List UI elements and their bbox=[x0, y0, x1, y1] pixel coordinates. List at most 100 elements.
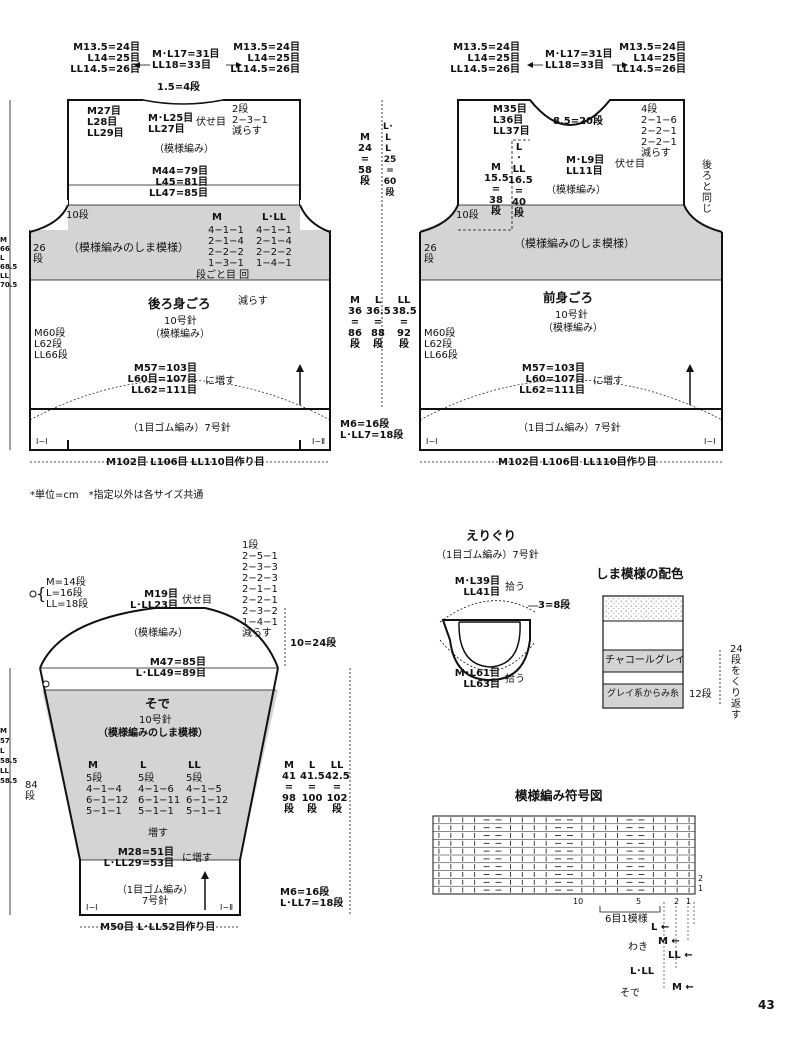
size-label: 58 bbox=[358, 165, 372, 176]
size-label: 2−5−1 bbox=[242, 551, 278, 562]
chart-col-5: 5 bbox=[636, 897, 642, 906]
size-label: L=16段 bbox=[46, 588, 83, 599]
sleeve-tick-left: Ⅰ−Ⅰ bbox=[86, 903, 98, 912]
chart-col-2: 2 bbox=[674, 897, 680, 906]
back-cast-on: M102目 L106目 LL110目作り目 bbox=[106, 457, 265, 468]
size-label: 1−3−1 bbox=[208, 258, 244, 269]
size-label: LL bbox=[330, 760, 344, 771]
sleeve-inc-head-m: M bbox=[88, 760, 98, 771]
sleeve-inc-head-ll: LL bbox=[188, 760, 201, 771]
size-label: M35目 bbox=[493, 104, 527, 115]
size-label: L bbox=[0, 254, 5, 262]
chart-mark-l: L ← bbox=[651, 922, 670, 933]
size-label: M57=103目 bbox=[521, 363, 585, 374]
front-shoulder-left: M13.5=24目 L14=25目 LL14.5=26目 bbox=[440, 42, 520, 75]
front-side-rows: M60段 L62段 LL66段 bbox=[424, 328, 458, 361]
front-hem-counts: M57=103目 L60=107目 LL62=111目 bbox=[500, 363, 585, 396]
size-label: M=14段 bbox=[46, 577, 86, 588]
sleeve-cap-pattern: （模様編み） bbox=[128, 628, 188, 639]
sleeve-inc-l: 5段 4−1−6 6−1−11 5−1−1 bbox=[138, 773, 180, 817]
size-label: 2段 bbox=[232, 104, 249, 115]
size-label: L36目 bbox=[493, 115, 524, 126]
size-label: L60目=107目 bbox=[127, 374, 197, 385]
size-label: 2−2−2 bbox=[208, 247, 244, 258]
chart-mark-ll: LL ← bbox=[668, 950, 693, 961]
chart-mark-m: M ← bbox=[658, 936, 680, 947]
size-label: 42.5 bbox=[325, 771, 350, 782]
collar-sub: （1目ゴム編み）7号針 bbox=[436, 550, 539, 561]
size-label: LL66段 bbox=[34, 350, 68, 361]
size-label: LL14.5=26目 bbox=[230, 64, 300, 75]
sleeve-side-rows: 84 段 bbox=[25, 780, 38, 802]
sleeve-shape bbox=[29, 590, 279, 916]
size-label: 26 bbox=[33, 243, 46, 254]
size-label: 15.5 bbox=[484, 173, 509, 184]
size-label: 段 bbox=[33, 254, 43, 265]
size-label: 88 bbox=[371, 328, 385, 339]
back-left-edge: M 66 L 68.5 LL 70.5 bbox=[0, 236, 17, 290]
size-label: L14=25目 bbox=[633, 53, 686, 64]
size-label: L bbox=[0, 747, 5, 755]
size-label: 24 bbox=[358, 143, 372, 154]
size-label: 2−1−1 bbox=[242, 584, 278, 595]
size-label: M57=103目 bbox=[133, 363, 197, 374]
sleeve-inc-word: 増す bbox=[148, 828, 168, 839]
size-label: L14=25目 bbox=[467, 53, 520, 64]
size-label: M28=51目 bbox=[117, 847, 174, 858]
size-label: 5段 bbox=[186, 773, 203, 784]
size-label: M13.5=24目 bbox=[453, 42, 520, 53]
size-label: LL41目 bbox=[463, 587, 500, 598]
size-label: 段 bbox=[332, 804, 342, 815]
size-label: LL=18段 bbox=[46, 599, 89, 610]
sleeve-left-edge: M 57 L 58.5 LL 58.5 bbox=[0, 726, 17, 786]
sleeve-needle: 10号針 bbox=[139, 715, 172, 726]
back-shoulder-right: M13.5=24目 L14=25目 LL14.5=26目 bbox=[220, 42, 300, 75]
size-label: 6−1−12 bbox=[86, 795, 129, 806]
size-label: L bbox=[308, 760, 316, 771]
size-label: 2−1−4 bbox=[256, 236, 292, 247]
back-needle: 10号針 bbox=[164, 316, 197, 327]
size-label: 段 bbox=[25, 791, 35, 802]
size-label: 7号針 bbox=[141, 896, 169, 907]
size-label: 2−3−1 bbox=[232, 115, 268, 126]
front-title: 前身ごろ bbox=[543, 290, 594, 305]
back-side-rows: M60段 L62段 LL66段 bbox=[34, 328, 68, 361]
size-label: M･L25目 bbox=[148, 113, 194, 124]
size-label: M47=85目 bbox=[149, 657, 206, 668]
size-label: L62段 bbox=[424, 339, 453, 350]
size-label: M･L61目 bbox=[454, 668, 500, 679]
chart-mark-m2: M ← bbox=[672, 982, 694, 993]
size-label: 26 bbox=[424, 243, 437, 254]
size-label: L45=81目 bbox=[155, 177, 208, 188]
size-label: 6−1−11 bbox=[138, 795, 181, 806]
size-label: 段 bbox=[424, 254, 434, 265]
size-label: 5−1−1 bbox=[86, 806, 122, 817]
size-label: M6=16段 bbox=[340, 419, 390, 430]
notes: *単位=cm *指定以外は各サイズ共通 bbox=[30, 490, 204, 501]
size-label: LL29目 bbox=[87, 128, 124, 139]
size-label: 38.5 bbox=[392, 306, 417, 317]
size-label: M6=16段 bbox=[280, 887, 330, 898]
chart-mark-lll: L･LL bbox=[630, 966, 655, 977]
back-tick-left: Ⅰ−Ⅰ bbox=[36, 437, 48, 446]
size-label: 40 bbox=[512, 197, 526, 208]
size-label: 減らす bbox=[242, 628, 272, 639]
size-label: M60段 bbox=[34, 328, 66, 339]
size-label: L･LL49=89目 bbox=[135, 668, 206, 679]
size-label: M bbox=[658, 936, 668, 947]
chart-title: 模様編み符号図 bbox=[515, 788, 603, 803]
size-label: LL bbox=[0, 767, 9, 775]
size-label: を bbox=[731, 666, 741, 677]
size-label: L bbox=[515, 142, 523, 153]
size-label: り bbox=[731, 688, 741, 699]
front-body-shape bbox=[457, 99, 685, 205]
back-rib-rows: M6=16段 L･LL7=18段 bbox=[340, 419, 403, 441]
chart-mark-waki: わき bbox=[628, 942, 648, 953]
size-label: L･LL29=53目 bbox=[103, 858, 174, 869]
back-dec-l: 4−1−1 2−1−4 2−2−2 1−4−1 bbox=[256, 225, 292, 269]
size-label: 16.5 bbox=[508, 175, 533, 186]
collar-shape bbox=[439, 600, 536, 682]
front-stripe-label: （模様編みのしま模様） bbox=[514, 237, 635, 250]
size-label: M bbox=[284, 760, 294, 771]
stripe-swatch-box bbox=[602, 595, 684, 709]
